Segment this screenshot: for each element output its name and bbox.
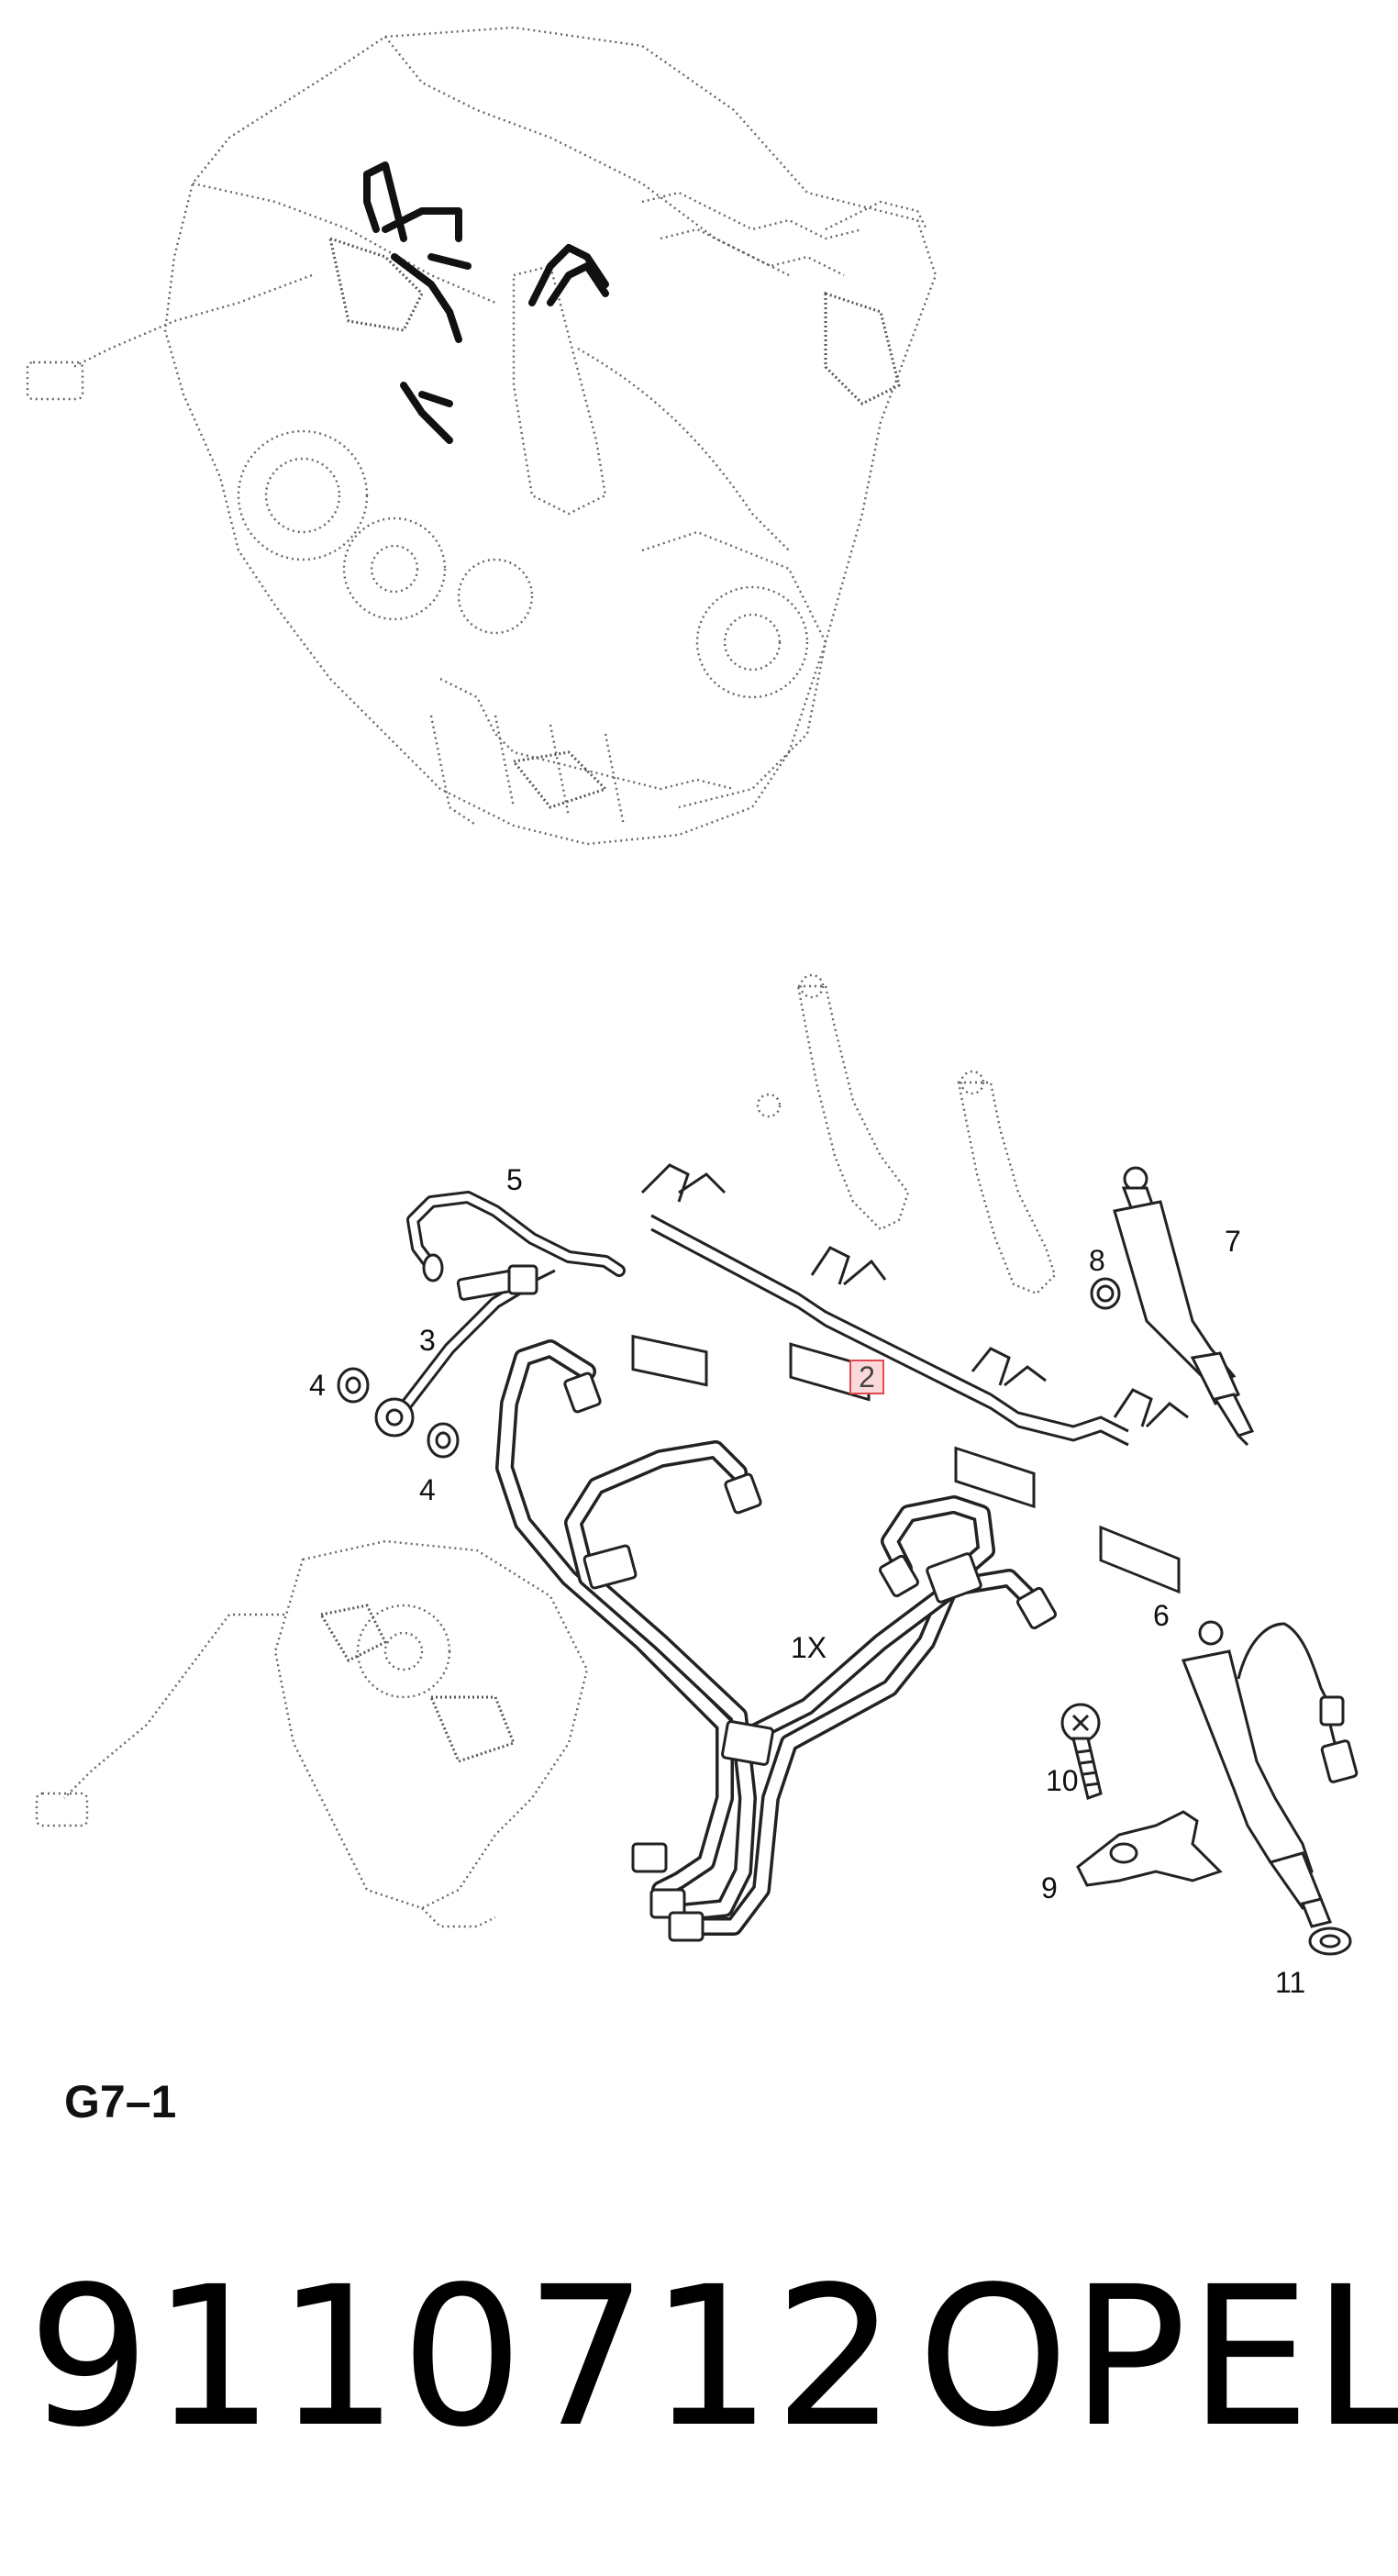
item-9-clamp [1076,1810,1223,1887]
reference-injectors-dotted [756,973,1057,1295]
callout-9: 9 [1041,1871,1058,1904]
callout-6: 6 [1153,1599,1170,1632]
callout-5: 5 [506,1163,523,1196]
part-number: 9110712 [28,2245,899,2470]
item-4-washers [337,1367,460,1459]
callout-1x: 1X [791,1631,827,1664]
item-7-injector [1113,1166,1255,1447]
item-11-washer [1308,1926,1352,1956]
item-3-fitting [374,1264,556,1438]
injection-pump-dotted [35,1539,589,1928]
item-6-injector [1181,1620,1359,1928]
callout-8: 8 [1089,1244,1105,1277]
brand-name: OPEL [917,2245,1398,2470]
callout-2-highlighted[interactable]: 2 [849,1360,884,1394]
callout-4-upper: 4 [309,1369,326,1402]
item-1x-injection-pipes [495,1339,1058,1942]
item-10-bolt [1060,1703,1103,1800]
callout-11: 11 [1275,1966,1306,1999]
item-5-return-hose [406,1191,626,1282]
item-2-leakoff-line [631,1163,1189,1594]
engine-overview-illustration [26,26,938,846]
callout-7: 7 [1225,1225,1241,1258]
callout-10: 10 [1046,1764,1079,1797]
item-8-o-ring [1090,1277,1121,1310]
callout-4-lower: 4 [419,1473,436,1506]
diagram-code: G7–1 [64,2076,177,2127]
callout-3: 3 [419,1324,436,1357]
